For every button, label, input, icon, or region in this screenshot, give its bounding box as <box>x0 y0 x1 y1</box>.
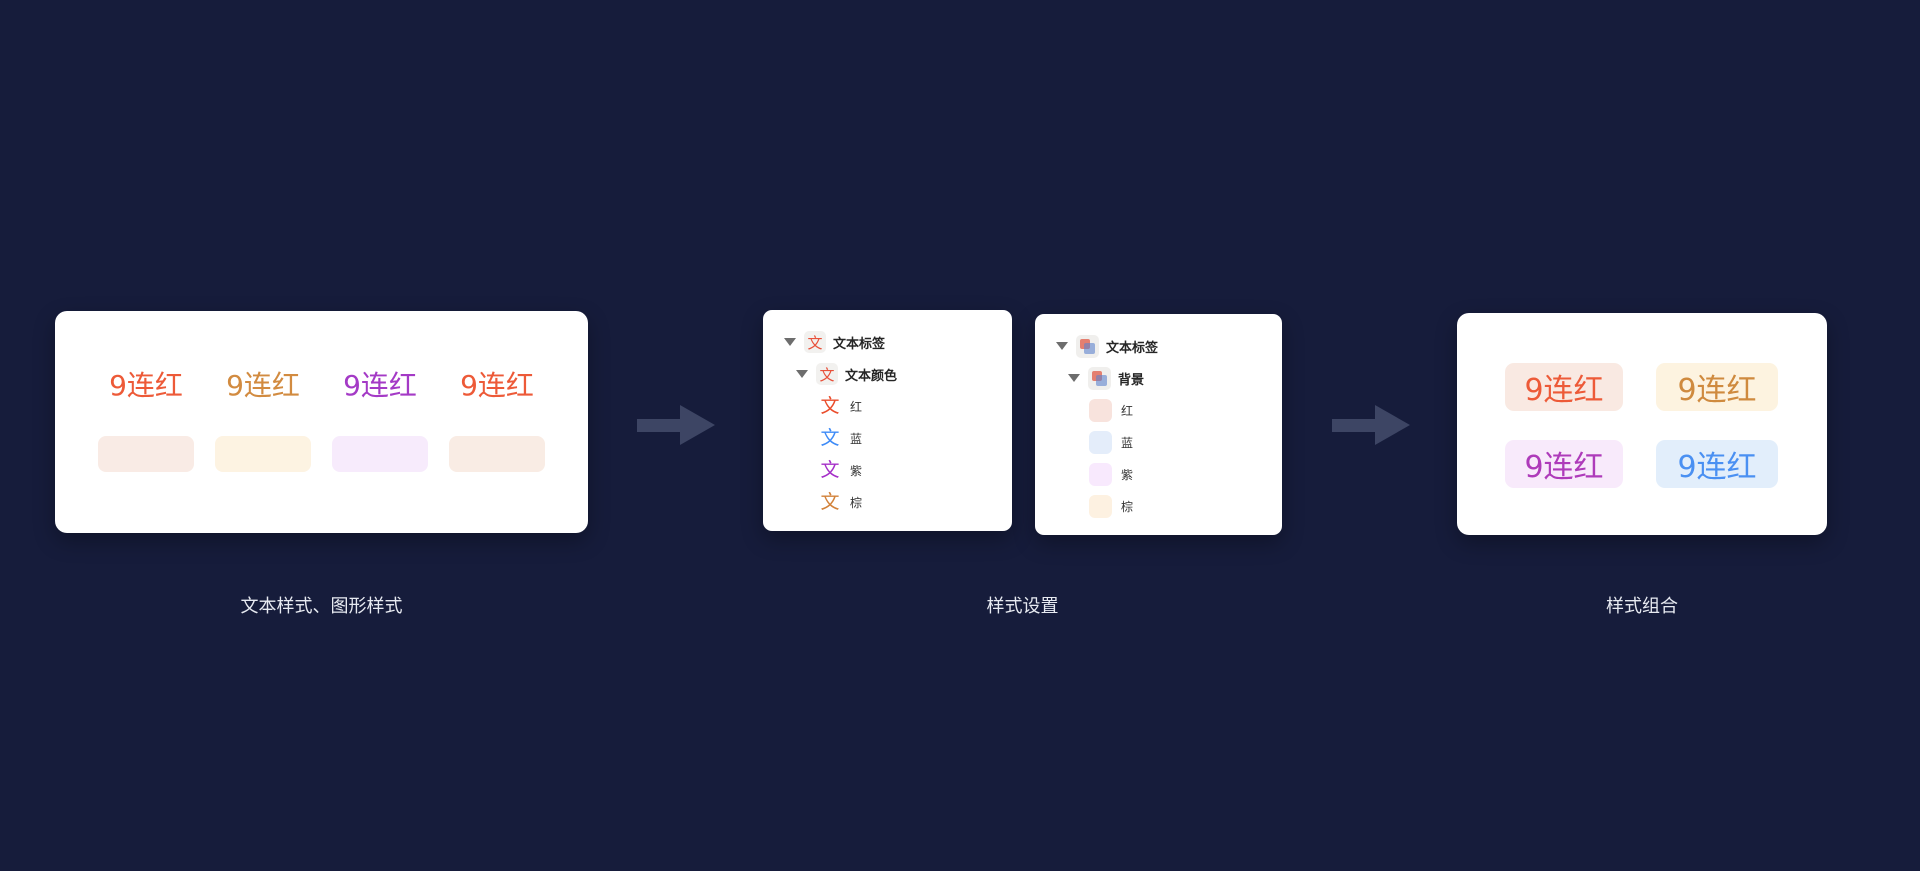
tree-node-label: 背景 <box>1118 372 1145 388</box>
combined-style-icon <box>1088 366 1111 390</box>
text-graphic-styles-card: 9连红 9连红 9连红 9连红 <box>55 311 588 533</box>
styled-badge-purple: 9连红 <box>1505 440 1623 488</box>
tree-leaf-label: 棕 <box>850 495 863 510</box>
tree-leaf-blue[interactable]: 文 蓝 <box>763 422 1012 454</box>
tree-leaf-purple[interactable]: 文 紫 <box>763 454 1012 486</box>
tree-leaf-label: 紫 <box>1121 467 1134 482</box>
tree-leaf-label: 紫 <box>850 463 863 478</box>
stage1-caption: 文本样式、图形样式 <box>240 596 403 617</box>
style-sample-purple: 9连红 <box>332 369 428 472</box>
styled-badge-brown: 9连红 <box>1656 363 1778 411</box>
tree-leaf-purple[interactable]: 紫 <box>1035 458 1282 490</box>
tree-leaf-label: 红 <box>1121 403 1134 418</box>
background-styles-panel: 文本标签 背景 红 蓝 紫 棕 <box>1035 314 1282 535</box>
expander-triangle-icon[interactable] <box>784 338 796 346</box>
arrow-shaft <box>637 418 681 432</box>
text-color-glyph: 文 <box>820 458 840 481</box>
text-style-sample: 9连红 <box>109 369 183 402</box>
background-styles-tree: 文本标签 背景 红 蓝 紫 棕 <box>1035 314 1282 522</box>
tree-leaf-label: 红 <box>850 399 863 414</box>
tree-node-group[interactable]: 背景 <box>1035 362 1282 394</box>
text-style-sample: 9连红 <box>460 369 534 402</box>
text-style-sample: 9连红 <box>343 369 417 402</box>
graphic-style-swatch <box>98 435 194 472</box>
style-samples-row: 9连红 9连红 9连红 9连红 <box>55 311 588 472</box>
tree-leaf-blue[interactable]: 蓝 <box>1035 426 1282 458</box>
background-color-swatch <box>1089 398 1112 422</box>
blue-square-icon <box>1096 374 1107 386</box>
arrow-shaft <box>1332 418 1376 432</box>
text-styles-panel: 文 文本标签 文 文本颜色 文 红 文 蓝 文 紫 文 棕 <box>763 310 1012 531</box>
combined-style-icon <box>1076 334 1099 358</box>
text-color-glyph: 文 <box>820 490 840 513</box>
tree-leaf-brown[interactable]: 棕 <box>1035 490 1282 522</box>
tree-node-root[interactable]: 文本标签 <box>1035 330 1282 362</box>
style-sample-red: 9连红 <box>98 369 194 472</box>
style-badges-grid: 9连红 9连红 9连红 9连红 <box>1457 313 1827 488</box>
arrow-head <box>680 405 715 445</box>
tree-leaf-label: 蓝 <box>850 431 863 446</box>
right-arrow-icon <box>637 405 715 445</box>
styled-badge-blue: 9连红 <box>1656 440 1778 488</box>
style-sample-brown: 9连红 <box>215 369 311 472</box>
graphic-style-swatch <box>449 435 545 472</box>
tree-node-group[interactable]: 文 文本颜色 <box>763 358 1012 390</box>
graphic-style-swatch <box>215 435 311 472</box>
tree-node-root[interactable]: 文 文本标签 <box>763 326 1012 358</box>
tree-leaf-red[interactable]: 文 红 <box>763 390 1012 422</box>
tree-leaf-red[interactable]: 红 <box>1035 394 1282 426</box>
tree-leaf-label: 棕 <box>1121 499 1134 514</box>
text-color-glyph: 文 <box>820 394 840 417</box>
tree-leaf-label: 蓝 <box>1121 435 1134 450</box>
text-style-sample: 9连红 <box>226 369 300 402</box>
stage3-caption: 样式组合 <box>1606 596 1678 617</box>
expander-triangle-icon[interactable] <box>796 370 808 378</box>
text-styles-tree: 文 文本标签 文 文本颜色 文 红 文 蓝 文 紫 文 棕 <box>763 310 1012 518</box>
tree-node-label: 文本标签 <box>833 336 886 352</box>
arrow-head <box>1375 405 1410 445</box>
background-color-swatch <box>1089 462 1112 486</box>
stage2-caption: 样式设置 <box>986 596 1059 617</box>
right-arrow-icon <box>1332 405 1410 445</box>
text-style-icon: 文 <box>816 363 838 385</box>
text-style-icon: 文 <box>804 331 826 353</box>
graphic-style-swatch <box>332 435 428 472</box>
tree-node-label: 文本标签 <box>1106 340 1159 356</box>
tree-leaf-brown[interactable]: 文 棕 <box>763 486 1012 518</box>
text-color-glyph: 文 <box>820 426 840 449</box>
expander-triangle-icon[interactable] <box>1068 374 1080 382</box>
background-color-swatch <box>1089 430 1112 454</box>
expander-triangle-icon[interactable] <box>1056 342 1068 350</box>
blue-square-icon <box>1084 342 1095 354</box>
combined-styles-card: 9连红 9连红 9连红 9连红 <box>1457 313 1827 535</box>
background-color-swatch <box>1089 494 1112 518</box>
styled-badge-red: 9连红 <box>1505 363 1623 411</box>
style-sample-red2: 9连红 <box>449 369 545 472</box>
tree-node-label: 文本颜色 <box>845 368 898 384</box>
